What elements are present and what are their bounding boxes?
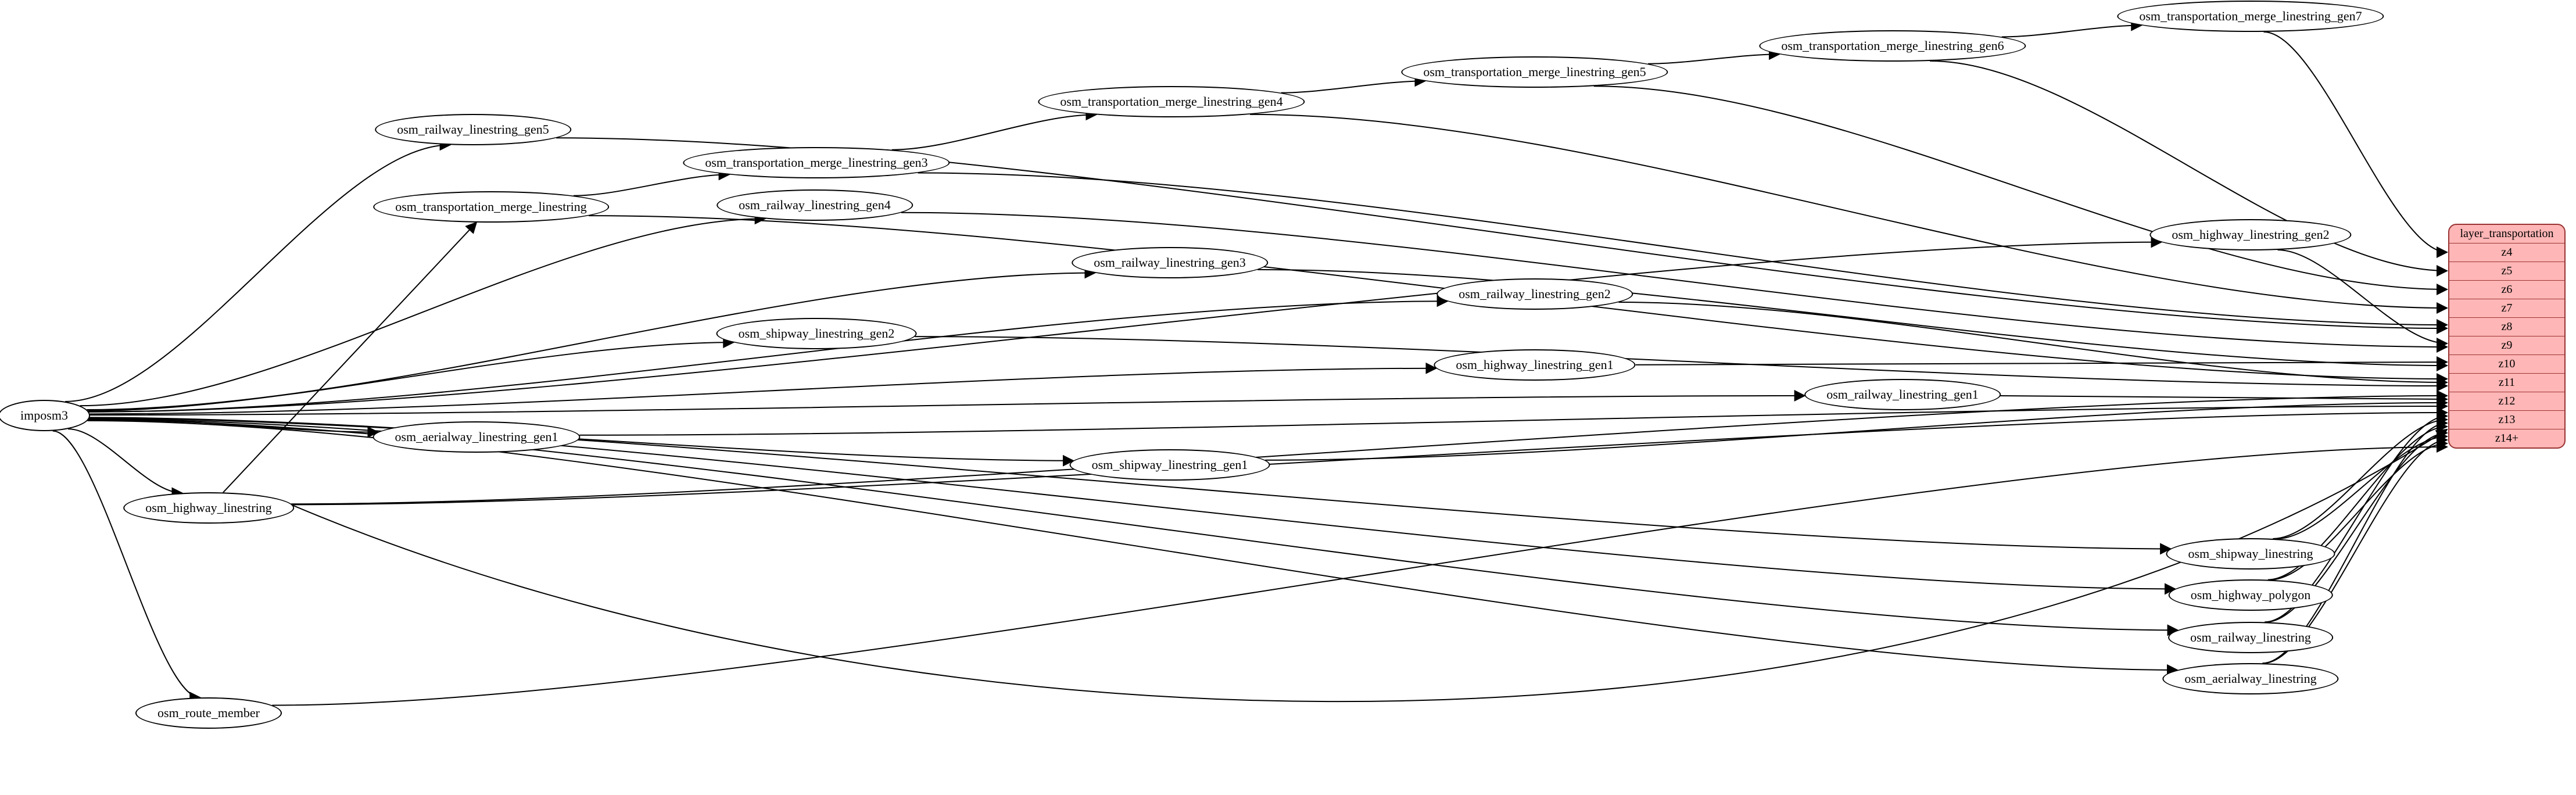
- edge: [80, 213, 766, 407]
- edge: [88, 419, 2179, 636]
- zoom-row-z7: z7: [2449, 299, 2564, 317]
- edge: [292, 428, 2448, 703]
- edge: [291, 390, 2448, 505]
- edge: [87, 420, 2179, 676]
- edge: [1930, 60, 2448, 277]
- node-osm-transportation-merge-linestring-gen4: osm_transportation_merge_linestring_gen4: [1038, 86, 1305, 117]
- edge: [915, 336, 2448, 392]
- edge: [89, 417, 379, 438]
- zoom-row-z6: z6: [2449, 280, 2564, 299]
- node-osm-transportation-merge-linestring-gen5: osm_transportation_merge_linestring_gen5: [1401, 56, 1668, 88]
- edge: [1250, 113, 2448, 314]
- node-osm-railway-linestring-gen5: osm_railway_linestring_gen5: [375, 114, 571, 145]
- edge: [68, 428, 184, 499]
- node-osm-highway-polygon: osm_highway_polygon: [2168, 579, 2333, 611]
- zoom-row-z8: z8: [2449, 317, 2564, 336]
- edge: [1281, 75, 1427, 94]
- node-osm-shipway-linestring-gen2: osm_shipway_linestring_gen2: [716, 318, 917, 349]
- edge: [292, 407, 2448, 506]
- edge: [88, 336, 735, 411]
- zoom-row-z10: z10: [2449, 354, 2564, 373]
- node-osm-railway-linestring-gen2: osm_railway_linestring_gen2: [1436, 278, 1633, 310]
- node-osm-shipway-linestring-gen1: osm_shipway_linestring_gen1: [1069, 449, 1270, 481]
- edge: [272, 441, 2448, 706]
- edge: [918, 172, 2448, 331]
- edge: [2270, 438, 2448, 581]
- edge: [88, 418, 2177, 595]
- node-osm-aerialway-linestring: osm_aerialway_linestring: [2162, 663, 2339, 694]
- edge: [2000, 393, 2448, 405]
- edge: [89, 417, 1074, 467]
- edge: [901, 212, 2448, 353]
- zoom-row-z14: z14+: [2449, 429, 2564, 447]
- zoom-row-z9: z9: [2449, 336, 2564, 354]
- node-osm-transportation-merge-linestring-gen7: osm_transportation_merge_linestring_gen7: [2117, 1, 2384, 32]
- edge: [1618, 301, 2448, 388]
- edge: [89, 417, 2172, 555]
- node-imposm3: imposm3: [0, 400, 90, 431]
- edge: [2267, 421, 2448, 581]
- edge: [1265, 397, 2448, 461]
- node-osm-highway-linestring-gen1: osm_highway_linestring_gen1: [1434, 349, 1636, 381]
- edge: [2276, 431, 2448, 540]
- node-osm-railway-linestring-gen3: osm_railway_linestring_gen3: [1072, 247, 1268, 278]
- edge: [891, 109, 1098, 151]
- record-title: layer_transportation: [2460, 227, 2554, 240]
- node-osm-railway-linestring: osm_railway_linestring: [2168, 622, 2333, 653]
- edge: [574, 169, 730, 196]
- zoom-row-z4: z4: [2449, 243, 2564, 262]
- node-osm-transportation-merge-linestring-gen6: osm_transportation_merge_linestring_gen6: [1759, 30, 2026, 62]
- edge: [1257, 268, 2448, 371]
- edge: [223, 221, 478, 493]
- edge: [89, 389, 1806, 416]
- zoom-row-z12: z12: [2449, 392, 2564, 410]
- layer-transportation-record: layer_transportation z4 z5 z6 z7 z8 z9 z…: [2448, 224, 2566, 449]
- zoom-row-z11: z11: [2449, 373, 2564, 392]
- node-osm-highway-linestring-gen2: osm_highway_linestring_gen2: [2149, 219, 2352, 250]
- edge: [1648, 48, 1780, 65]
- edge: [579, 400, 2448, 436]
- node-osm-transportation-merge-linestring: osm_transportation_merge_linestring: [373, 191, 609, 223]
- node-osm-railway-linestring-gen4: osm_railway_linestring_gen4: [716, 189, 913, 221]
- edge: [52, 430, 202, 704]
- edge: [88, 236, 2163, 413]
- edge: [89, 362, 1438, 415]
- node-osm-railway-linestring-gen1: osm_railway_linestring_gen1: [1804, 379, 2001, 410]
- zoom-row-z5: z5: [2449, 262, 2564, 280]
- edge: [88, 295, 1449, 413]
- node-osm-route-member: osm_route_member: [135, 697, 282, 729]
- node-osm-shipway-linestring: osm_shipway_linestring: [2166, 538, 2335, 570]
- edge: [87, 267, 1097, 411]
- edge: [2001, 19, 2143, 38]
- edge: [2263, 31, 2448, 258]
- edge: [2277, 249, 2448, 349]
- zoom-row-z13: z13: [2449, 410, 2564, 429]
- node-osm-aerialway-linestring-gen1: osm_aerialway_linestring_gen1: [372, 421, 581, 453]
- edge: [1593, 85, 2448, 295]
- node-osm-transportation-merge-linestring-gen3: osm_transportation_merge_linestring_gen3: [683, 147, 950, 178]
- edge: [65, 139, 452, 402]
- edge: [2273, 414, 2448, 539]
- node-osm-highway-linestring: osm_highway_linestring: [123, 492, 294, 524]
